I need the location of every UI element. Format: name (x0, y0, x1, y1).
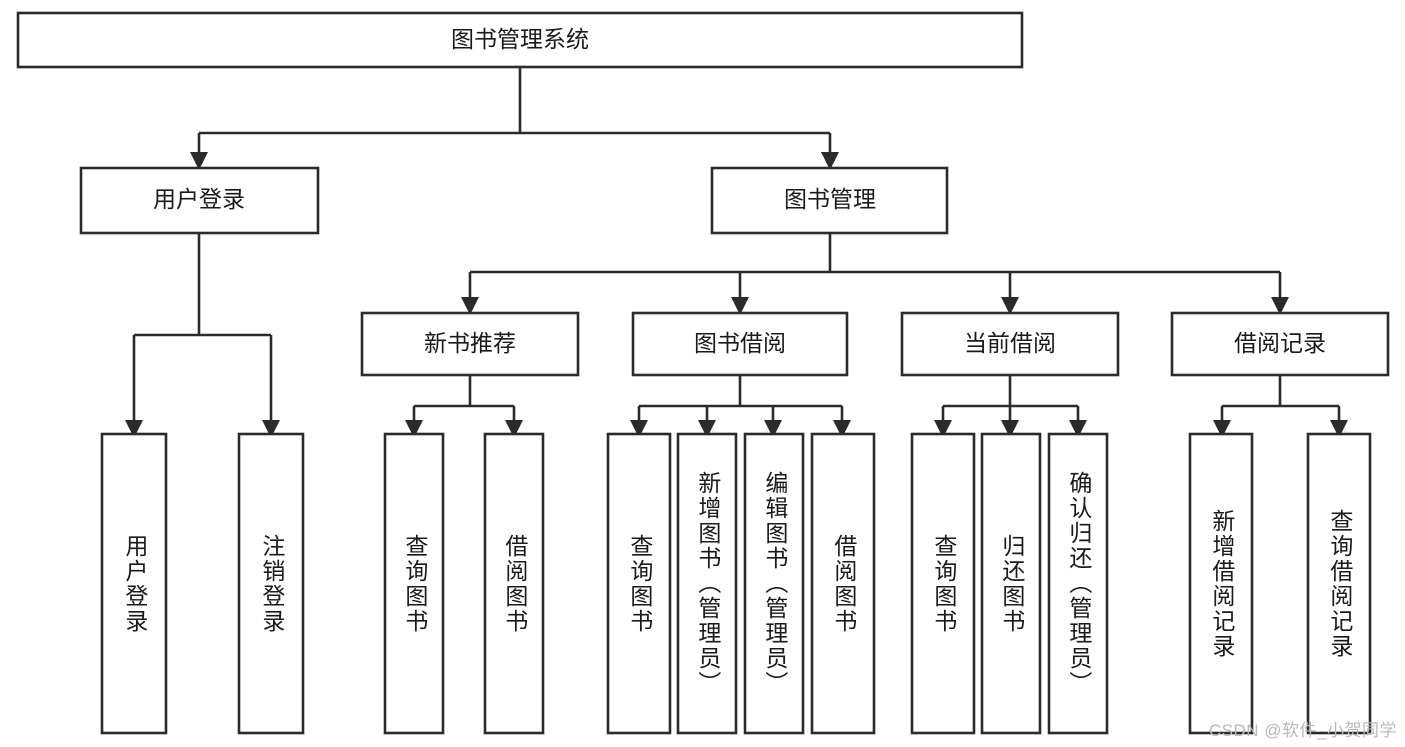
leaf-book-borrow-1[interactable] (676, 432, 738, 735)
watermark: CSDN @软件_小贺同学 (1208, 721, 1397, 740)
connector-group-book-manage (461, 233, 1289, 315)
node-book-manage[interactable]: 图书管理 (710, 166, 949, 235)
node-user-login-label: 用户登录 (153, 186, 245, 212)
leaf-book-borrow-3[interactable] (810, 432, 876, 735)
node-book-manage-label: 图书管理 (784, 186, 876, 212)
leaf-borrow-record-1[interactable] (1306, 432, 1372, 735)
leaf-user-login-0[interactable] (100, 432, 168, 735)
connector-group-book-borrow (630, 375, 851, 438)
node-new-book-recommend[interactable]: 新书推荐 (360, 311, 580, 377)
node-root-label: 图书管理系统 (451, 26, 589, 52)
node-new-book-recommend-label: 新书推荐 (424, 330, 516, 356)
node-book-borrow-label: 图书借阅 (694, 330, 786, 356)
leaf-current-borrow-2[interactable] (1047, 432, 1109, 735)
node-user-login[interactable]: 用户登录 (79, 166, 320, 235)
node-borrow-record[interactable]: 借阅记录 (1170, 311, 1390, 377)
connector-group-user-login (125, 233, 280, 438)
node-current-borrow[interactable]: 当前借阅 (900, 311, 1120, 377)
node-borrow-record-label: 借阅记录 (1234, 330, 1326, 356)
connector-group-root (190, 67, 839, 170)
connector-group-current-borrow (934, 375, 1087, 438)
leaf-book-borrow-0[interactable] (606, 432, 672, 735)
leaf-new-book-1[interactable] (483, 432, 545, 735)
node-book-borrow[interactable]: 图书借阅 (631, 311, 849, 377)
node-current-borrow-label: 当前借阅 (964, 330, 1056, 356)
leaf-book-borrow-2[interactable] (743, 432, 805, 735)
connector-group-borrow-record (1213, 375, 1348, 438)
leaf-new-book-0[interactable] (383, 432, 445, 735)
node-root[interactable]: 图书管理系统 (16, 11, 1024, 69)
leaf-user-login-1[interactable] (237, 432, 305, 735)
leaf-current-borrow-1[interactable] (980, 432, 1042, 735)
connector-group-new-book (405, 375, 523, 438)
leaf-borrow-record-0[interactable] (1188, 432, 1254, 735)
leaf-current-borrow-0[interactable] (910, 432, 976, 735)
